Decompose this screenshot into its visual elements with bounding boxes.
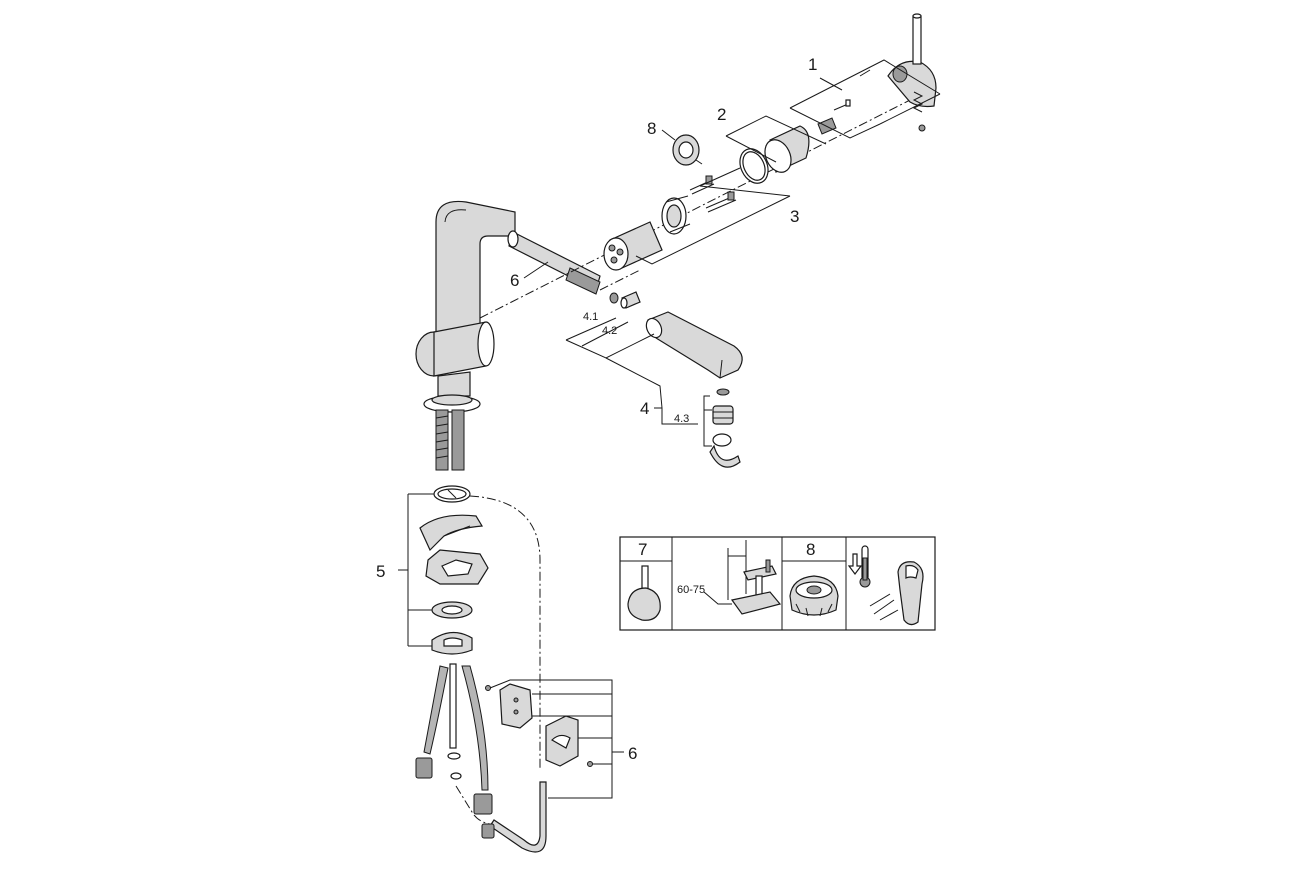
callout-bracket-6-bottom [489, 679, 624, 799]
callout-6-top: 6 [510, 271, 519, 290]
cartridge-bonnet [661, 195, 691, 235]
callout-4-2: 4.2 [602, 325, 617, 337]
callout-brackets-spray [565, 317, 712, 447]
lever-handle-icon [627, 565, 661, 621]
callout-bracket-5 [398, 493, 434, 647]
installation-height-icon [703, 540, 782, 615]
callout-4-3: 4.3 [674, 413, 689, 425]
legend-box: 7 8 60-75 [619, 536, 936, 631]
legend-dimension-label: 60-75 [677, 584, 705, 596]
pullout-hose [507, 230, 601, 295]
temperature-limiter-icon [847, 545, 924, 626]
callout-8: 8 [647, 119, 656, 138]
callout-4-1: 4.1 [583, 311, 598, 323]
handle-hub [887, 13, 937, 132]
pullout-hose-path [469, 495, 541, 770]
tap-body [415, 200, 516, 471]
callout-1: 1 [808, 55, 817, 74]
cartridge [603, 221, 663, 271]
flow-ring [672, 134, 703, 166]
callout-5: 5 [376, 562, 385, 581]
hose-weight [485, 683, 593, 767]
callout-brackets-upper [635, 59, 941, 265]
seal-rings [739, 125, 810, 184]
spray-head [609, 291, 743, 468]
callout-4: 4 [640, 399, 649, 418]
callout-6-bottom: 6 [628, 744, 637, 763]
cartridge-screws [689, 175, 737, 213]
mounting-set [419, 485, 489, 655]
legend-cell-7-label: 7 [638, 540, 647, 559]
callout-3: 3 [790, 207, 799, 226]
callout-2: 2 [717, 105, 726, 124]
supply-hoses [415, 663, 493, 815]
cartridge-cap-icon [789, 575, 839, 617]
pullout-hose-loop [489, 781, 547, 853]
legend-cell-8-label: 8 [806, 540, 815, 559]
adapter-screw [817, 99, 851, 135]
